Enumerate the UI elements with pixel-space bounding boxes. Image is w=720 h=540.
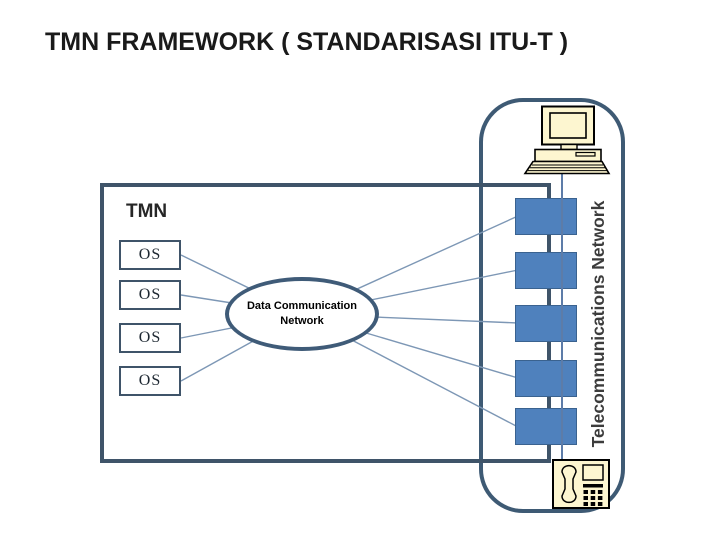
network-element-node-2 bbox=[515, 252, 577, 289]
os-node-4: OS bbox=[119, 366, 181, 396]
os-node-3-label: OS bbox=[138, 329, 162, 346]
os-node-2: OS bbox=[119, 280, 181, 310]
os-node-3: OS bbox=[119, 323, 181, 353]
network-element-node-1 bbox=[515, 198, 577, 235]
os-node-4-label: OS bbox=[138, 372, 162, 389]
network-element-node-3 bbox=[515, 305, 577, 342]
telephone-icon bbox=[552, 459, 610, 509]
desktop-computer-icon bbox=[523, 105, 611, 175]
network-element-node-4 bbox=[515, 360, 577, 397]
page-title: TMN FRAMEWORK ( STANDARISASI ITU-T ) bbox=[45, 28, 569, 56]
telecom-network-label: Telecommunications Network bbox=[588, 200, 608, 448]
os-node-2-label: OS bbox=[138, 286, 162, 303]
dcn-ellipse: Data Communication Network bbox=[225, 277, 379, 351]
tmn-label: TMN bbox=[126, 201, 168, 222]
os-node-1: OS bbox=[119, 240, 181, 270]
network-element-node-5 bbox=[515, 408, 577, 445]
dcn-label-line1: Data Communication bbox=[246, 300, 357, 313]
dcn-label-line2: Network bbox=[280, 315, 324, 327]
os-node-1-label: OS bbox=[138, 246, 162, 263]
computer-to-phone-line bbox=[561, 174, 563, 461]
